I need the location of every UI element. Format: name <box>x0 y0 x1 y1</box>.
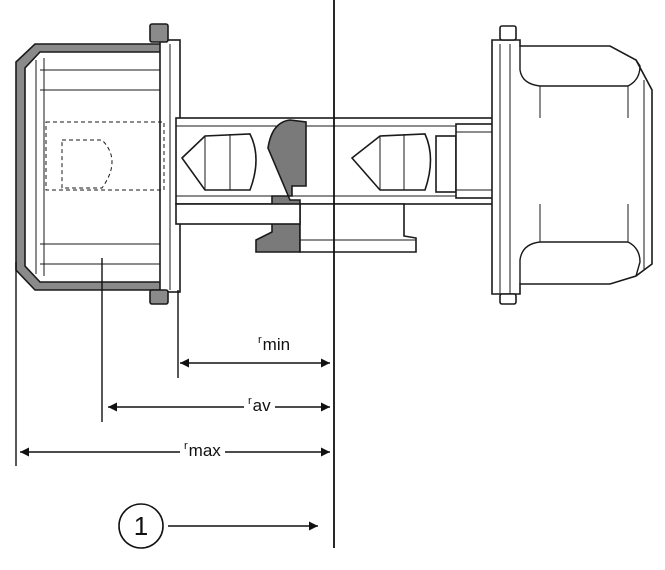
label-r-min-text: min <box>262 335 291 354</box>
left-hub-assembly <box>15 23 181 305</box>
hidden-outline-inner <box>61 139 113 189</box>
right-cone-tip <box>350 133 432 191</box>
hidden-outline-outer <box>45 121 165 191</box>
label-r-av-prefix: r <box>248 395 252 407</box>
label-r-av: rav <box>244 395 275 415</box>
top-bolt <box>149 23 169 43</box>
right-top-bolt <box>499 25 517 41</box>
label-r-av-text: av <box>252 396 271 415</box>
callout-number: 1 <box>133 510 149 541</box>
right-hub-outline <box>491 39 653 295</box>
inner-rim-body <box>24 51 169 283</box>
right-hub-assembly <box>491 25 653 305</box>
label-r-max-text: max <box>188 441 221 460</box>
label-r-max: rmax <box>180 440 225 460</box>
bottom-bolt <box>149 289 169 305</box>
callout-circle <box>118 503 164 549</box>
lower-recess <box>519 241 641 284</box>
upper-recess <box>519 46 641 87</box>
label-r-min: rmin <box>254 334 295 354</box>
label-r-max-prefix: r <box>184 440 188 452</box>
base-plate <box>299 203 417 253</box>
left-cone-tip <box>180 133 257 191</box>
label-r-min-prefix: r <box>258 334 262 346</box>
right-bottom-bolt <box>499 293 517 305</box>
